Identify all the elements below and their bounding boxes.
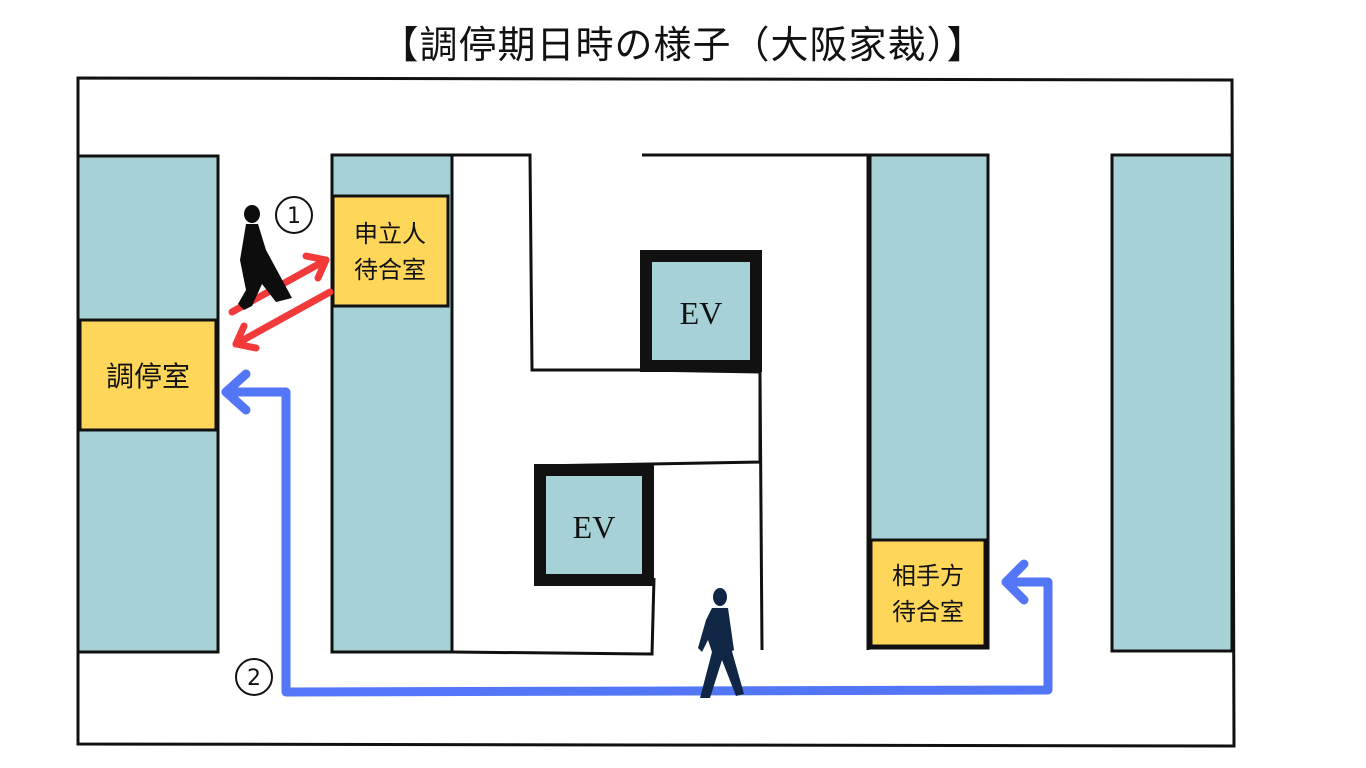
page-title: 【調停期日時の様子（大阪家裁）】 bbox=[380, 23, 986, 67]
applicant-waiting-label-2: 待合室 bbox=[354, 256, 426, 284]
step-1-marker: ① 1 bbox=[275, 196, 313, 234]
opponent-waiting-label-1: 相手方 bbox=[892, 562, 964, 590]
elevator-upper[interactable] bbox=[640, 250, 762, 372]
opponent-person-icon bbox=[698, 588, 744, 698]
mediation-room[interactable] bbox=[78, 318, 218, 432]
elevator-lower[interactable] bbox=[534, 464, 654, 586]
elevator-upper-label: EV bbox=[680, 295, 723, 331]
step-2-marker: ② 2 bbox=[235, 658, 273, 696]
applicant-person-icon bbox=[238, 205, 292, 310]
elevator-lower-label: EV bbox=[573, 509, 616, 545]
svg-text:2: 2 bbox=[247, 666, 261, 691]
corridor-wall bbox=[451, 153, 870, 656]
applicant-waiting-label-1: 申立人 bbox=[354, 220, 426, 248]
outer-wall bbox=[76, 76, 1236, 748]
opponent-waiting-label-2: 待合室 bbox=[892, 598, 964, 626]
mediation-room-label: 調停室 bbox=[106, 360, 190, 393]
svg-text:1: 1 bbox=[287, 204, 301, 229]
opponent-waiting-room[interactable] bbox=[869, 538, 987, 648]
applicant-waiting-room[interactable] bbox=[331, 194, 450, 308]
right-room-block bbox=[1110, 153, 1234, 653]
opponent-path-blue bbox=[221, 369, 1053, 697]
